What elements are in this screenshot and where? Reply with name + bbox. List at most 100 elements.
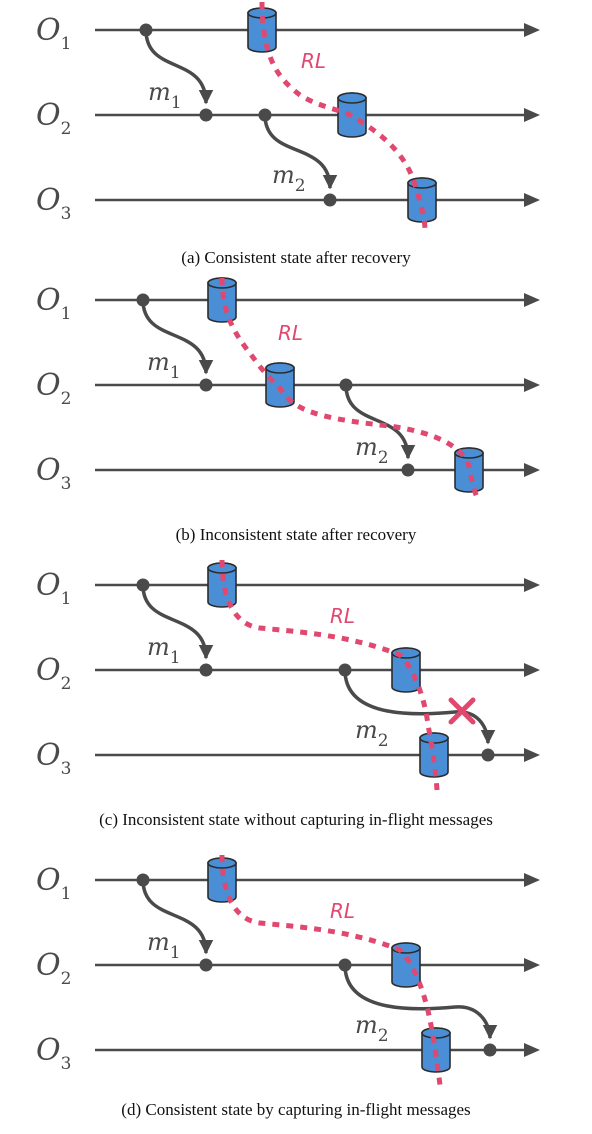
message-arrow	[141, 299, 214, 375]
recovery-line-label: RL	[301, 49, 326, 73]
operator-label: O3	[36, 453, 71, 494]
operator-label-index: 1	[61, 304, 72, 324]
timeline-arrow-icon	[524, 23, 540, 37]
operator-label-index: 2	[61, 119, 72, 139]
checkpoint-cylinder-icon	[407, 177, 437, 223]
operator-label-index: 3	[61, 204, 72, 224]
timeline-arrow-icon	[524, 958, 540, 972]
recovery-line	[219, 277, 481, 501]
panel-caption: (a) Consistent state after recovery	[181, 248, 411, 267]
operator-label-index: 2	[61, 674, 72, 694]
message-label-index: 1	[170, 363, 181, 383]
recovery-line-label: RL	[330, 604, 355, 628]
operator-label: O1	[36, 568, 71, 609]
operator-label-index: 1	[61, 589, 72, 609]
message-label: m1	[147, 633, 181, 668]
message-label-letter: m	[147, 348, 170, 376]
event-dot	[483, 1043, 497, 1057]
event-dot	[136, 873, 150, 887]
panel-caption: (b) Inconsistent state after recovery	[175, 525, 417, 544]
cross-icon	[448, 697, 476, 725]
event-dot	[139, 23, 153, 37]
operator-label-letter: O	[36, 98, 61, 133]
recovery-line	[259, 1, 428, 229]
timeline-arrow-icon	[524, 293, 540, 307]
operator-label-letter: O	[36, 13, 61, 48]
operator-label-letter: O	[36, 183, 61, 218]
message-arrow	[141, 584, 214, 660]
message-label-index: 1	[170, 648, 181, 668]
event-dot	[339, 378, 353, 392]
message-label-letter: m	[148, 78, 171, 106]
recovery-line	[219, 559, 440, 791]
operator-label-letter: O	[36, 738, 61, 773]
message-label-letter: m	[355, 1011, 378, 1039]
operator-label: O1	[36, 283, 71, 324]
operator-label-letter: O	[36, 653, 61, 688]
message-label: m1	[147, 928, 181, 963]
message-label: m1	[148, 78, 182, 113]
message-label: m2	[272, 161, 306, 196]
checkpoint-cylinder-icon	[265, 362, 295, 408]
message-arrow	[343, 964, 498, 1040]
message-arrow	[343, 669, 496, 745]
timeline-arrow-icon	[524, 578, 540, 592]
message-label-index: 2	[378, 448, 389, 468]
event-dot	[136, 293, 150, 307]
timeline-arrow-icon	[524, 193, 540, 207]
event-dot	[401, 463, 415, 477]
message-label: m2	[355, 716, 389, 751]
message-label: m2	[355, 433, 389, 468]
message-label-letter: m	[355, 433, 378, 461]
operator-label-letter: O	[36, 568, 61, 603]
message-label-letter: m	[147, 928, 170, 956]
event-dot	[258, 108, 272, 122]
message-arrow	[141, 879, 214, 955]
operator-label-index: 3	[61, 1054, 72, 1074]
message-arrow	[263, 114, 338, 190]
message-label-letter: m	[355, 716, 378, 744]
panel-caption: (d) Consistent state by capturing in-fli…	[121, 1100, 471, 1119]
message-arrow	[144, 29, 214, 105]
operator-label: O3	[36, 183, 71, 224]
operator-label: O2	[36, 948, 71, 989]
operator-label-index: 1	[61, 884, 72, 904]
operator-label-index: 2	[61, 969, 72, 989]
message-label-index: 2	[295, 176, 306, 196]
checkpoint-cylinder-icon	[207, 857, 237, 903]
event-dot	[323, 193, 337, 207]
operator-label-index: 3	[61, 474, 72, 494]
message-label-index: 1	[170, 943, 181, 963]
operator-label: O2	[36, 368, 71, 409]
operator-label: O1	[36, 863, 71, 904]
message-label-index: 1	[171, 93, 182, 113]
operator-label-index: 2	[61, 389, 72, 409]
operator-label-letter: O	[36, 1033, 61, 1068]
panel-caption: (c) Inconsistent state without capturing…	[99, 810, 493, 829]
operator-label-letter: O	[36, 453, 61, 488]
event-dot	[338, 958, 352, 972]
operator-label: O2	[36, 98, 71, 139]
message-arrow	[344, 384, 416, 460]
timeline-arrow-icon	[524, 378, 540, 392]
operator-label-letter: O	[36, 948, 61, 983]
checkpoint-cylinder-icon	[337, 92, 367, 138]
event-dot	[481, 748, 495, 762]
recovery-line-label: RL	[330, 899, 355, 923]
timeline-arrow-icon	[524, 463, 540, 477]
message-label-index: 2	[378, 731, 389, 751]
operator-label: O1	[36, 13, 71, 54]
event-dot	[338, 663, 352, 677]
message-label: m1	[147, 348, 181, 383]
message-label-letter: m	[147, 633, 170, 661]
event-dot	[199, 958, 213, 972]
operator-label-index: 3	[61, 759, 72, 779]
message-label-letter: m	[272, 161, 295, 189]
timeline-arrow-icon	[524, 108, 540, 122]
operator-label-letter: O	[36, 368, 61, 403]
message-label-index: 2	[378, 1026, 389, 1046]
event-dot	[199, 378, 213, 392]
